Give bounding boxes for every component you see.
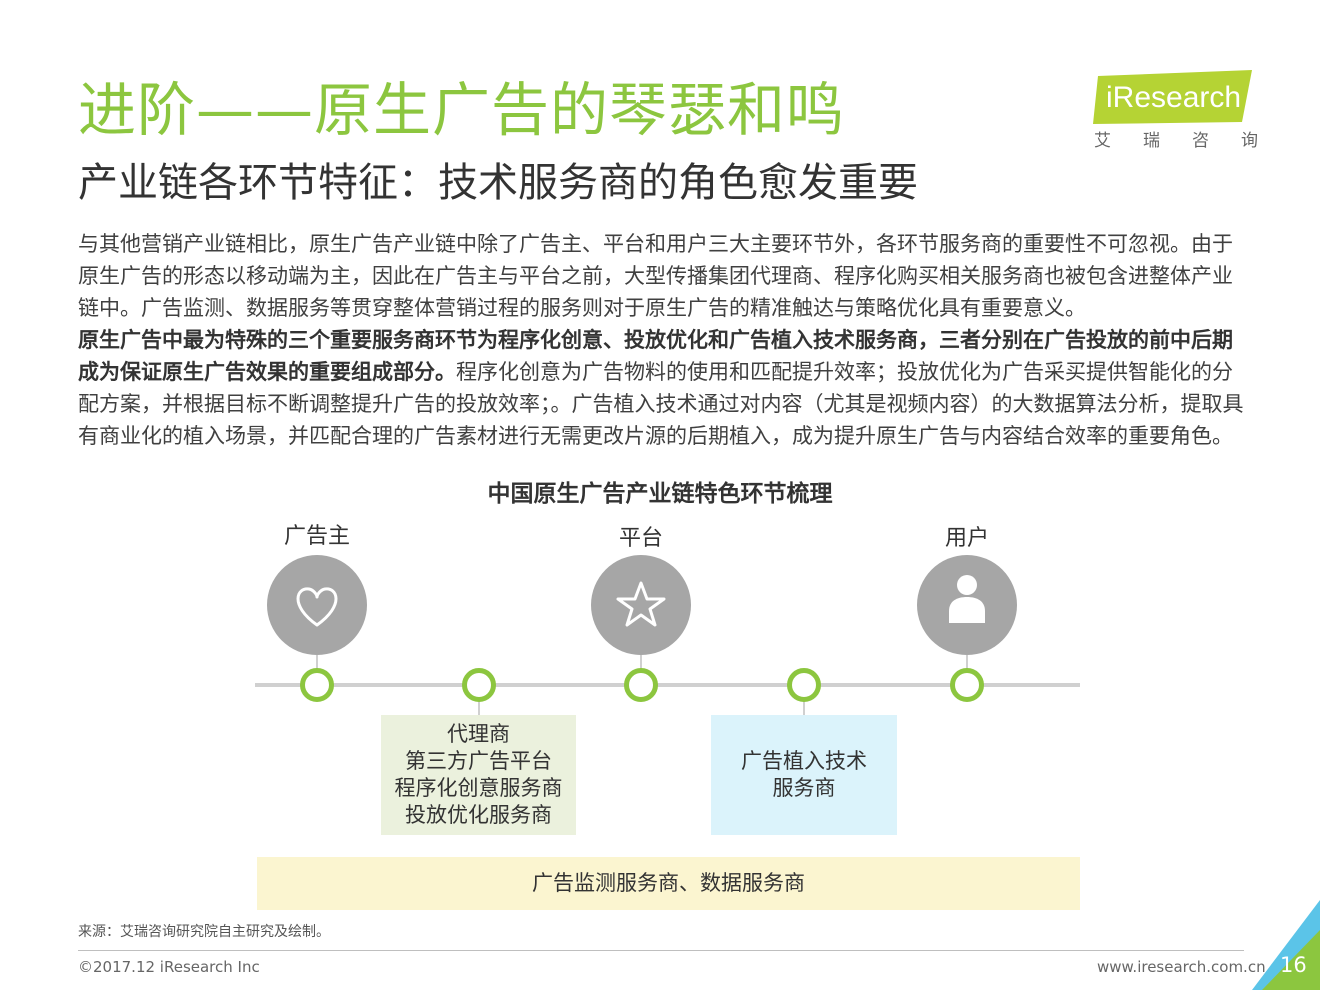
source-note: 来源：艾瑞咨询研究院自主研究及绘制。: [78, 924, 330, 940]
timeline-node-user: [950, 668, 984, 702]
timeline-node-tech: [787, 668, 821, 702]
body-paragraph-2-rest: 程序化创意为广告物料的使用和匹配提升效率；投放优化为广告采买提供智能化的分配方案…: [78, 360, 1244, 448]
connector: [966, 655, 968, 669]
tech-services-box: 广告植入技术 服务商: [711, 715, 897, 835]
monitoring-services-box: 广告监测服务商、数据服务商: [257, 857, 1080, 910]
box-line: 投放优化服务商: [405, 803, 552, 827]
logo-wordmark: iResearch: [1106, 81, 1242, 114]
page-subtitle: 产业链各环节特征：技术服务商的角色愈发重要: [78, 160, 918, 206]
advertiser-circle: [267, 555, 367, 655]
box-line: 第三方广告平台: [405, 749, 552, 773]
box-line: 广告植入技术: [741, 749, 867, 773]
iresearch-logo: iResearch 艾 瑞 咨 询: [1090, 70, 1260, 160]
logo-char: 询: [1241, 131, 1258, 151]
page-number: 16: [1280, 953, 1307, 977]
body-paragraph-1: 与其他营销产业链相比，原生广告产业链中除了广告主、平台和用户三大主要环节外，各环…: [78, 232, 1233, 320]
agency-services-box: 代理商 第三方广告平台 程序化创意服务商 投放优化服务商: [381, 715, 576, 835]
logo-badge-shape: [1093, 70, 1252, 124]
footer-divider: [78, 950, 1244, 951]
user-circle: [917, 555, 1017, 655]
timeline-node-agency: [462, 668, 496, 702]
diagram-title: 中国原生广告产业链特色环节梳理: [487, 481, 833, 507]
corner-decoration: [1252, 900, 1320, 990]
person-icon: [949, 575, 985, 623]
node-label-platform: 平台: [618, 526, 663, 551]
timeline-node-platform: [624, 668, 658, 702]
logo-char: 咨: [1192, 131, 1209, 151]
timeline-line: [255, 683, 1080, 687]
body-text: 与其他营销产业链相比，原生广告产业链中除了广告主、平台和用户三大主要环节外，各环…: [78, 228, 1248, 452]
logo-char: 艾: [1094, 131, 1111, 151]
heart-icon: [296, 587, 338, 627]
connector: [640, 655, 642, 669]
box-line: 服务商: [772, 776, 836, 800]
logo-subtitle: 艾 瑞 咨 询: [1094, 126, 1258, 151]
connector: [478, 701, 480, 715]
website-link[interactable]: www.iresearch.com.cn: [1097, 958, 1266, 976]
node-label-advertiser: 广告主: [283, 524, 350, 549]
box-line: 程序化创意服务商: [394, 776, 563, 800]
copyright: ©2017.12 iResearch Inc: [78, 958, 260, 976]
box-line: 代理商: [447, 722, 510, 746]
platform-circle: [591, 555, 691, 655]
node-label-user: 用户: [944, 526, 989, 551]
body-paragraph-2-bold: 原生广告中最为特殊的三个重要服务商环节为程序化创意、投放优化和广告植入技术服务商…: [78, 328, 1233, 384]
page-title: 进阶——原生广告的琴瑟和鸣: [78, 76, 846, 144]
timeline-node-advertiser: [300, 668, 334, 702]
body-paragraph-2: 原生广告中最为特殊的三个重要服务商环节为程序化创意、投放优化和广告植入技术服务商…: [78, 324, 1248, 452]
star-icon: [616, 581, 666, 627]
logo-char: 瑞: [1143, 131, 1160, 151]
connector: [316, 655, 318, 669]
connector: [803, 701, 805, 715]
